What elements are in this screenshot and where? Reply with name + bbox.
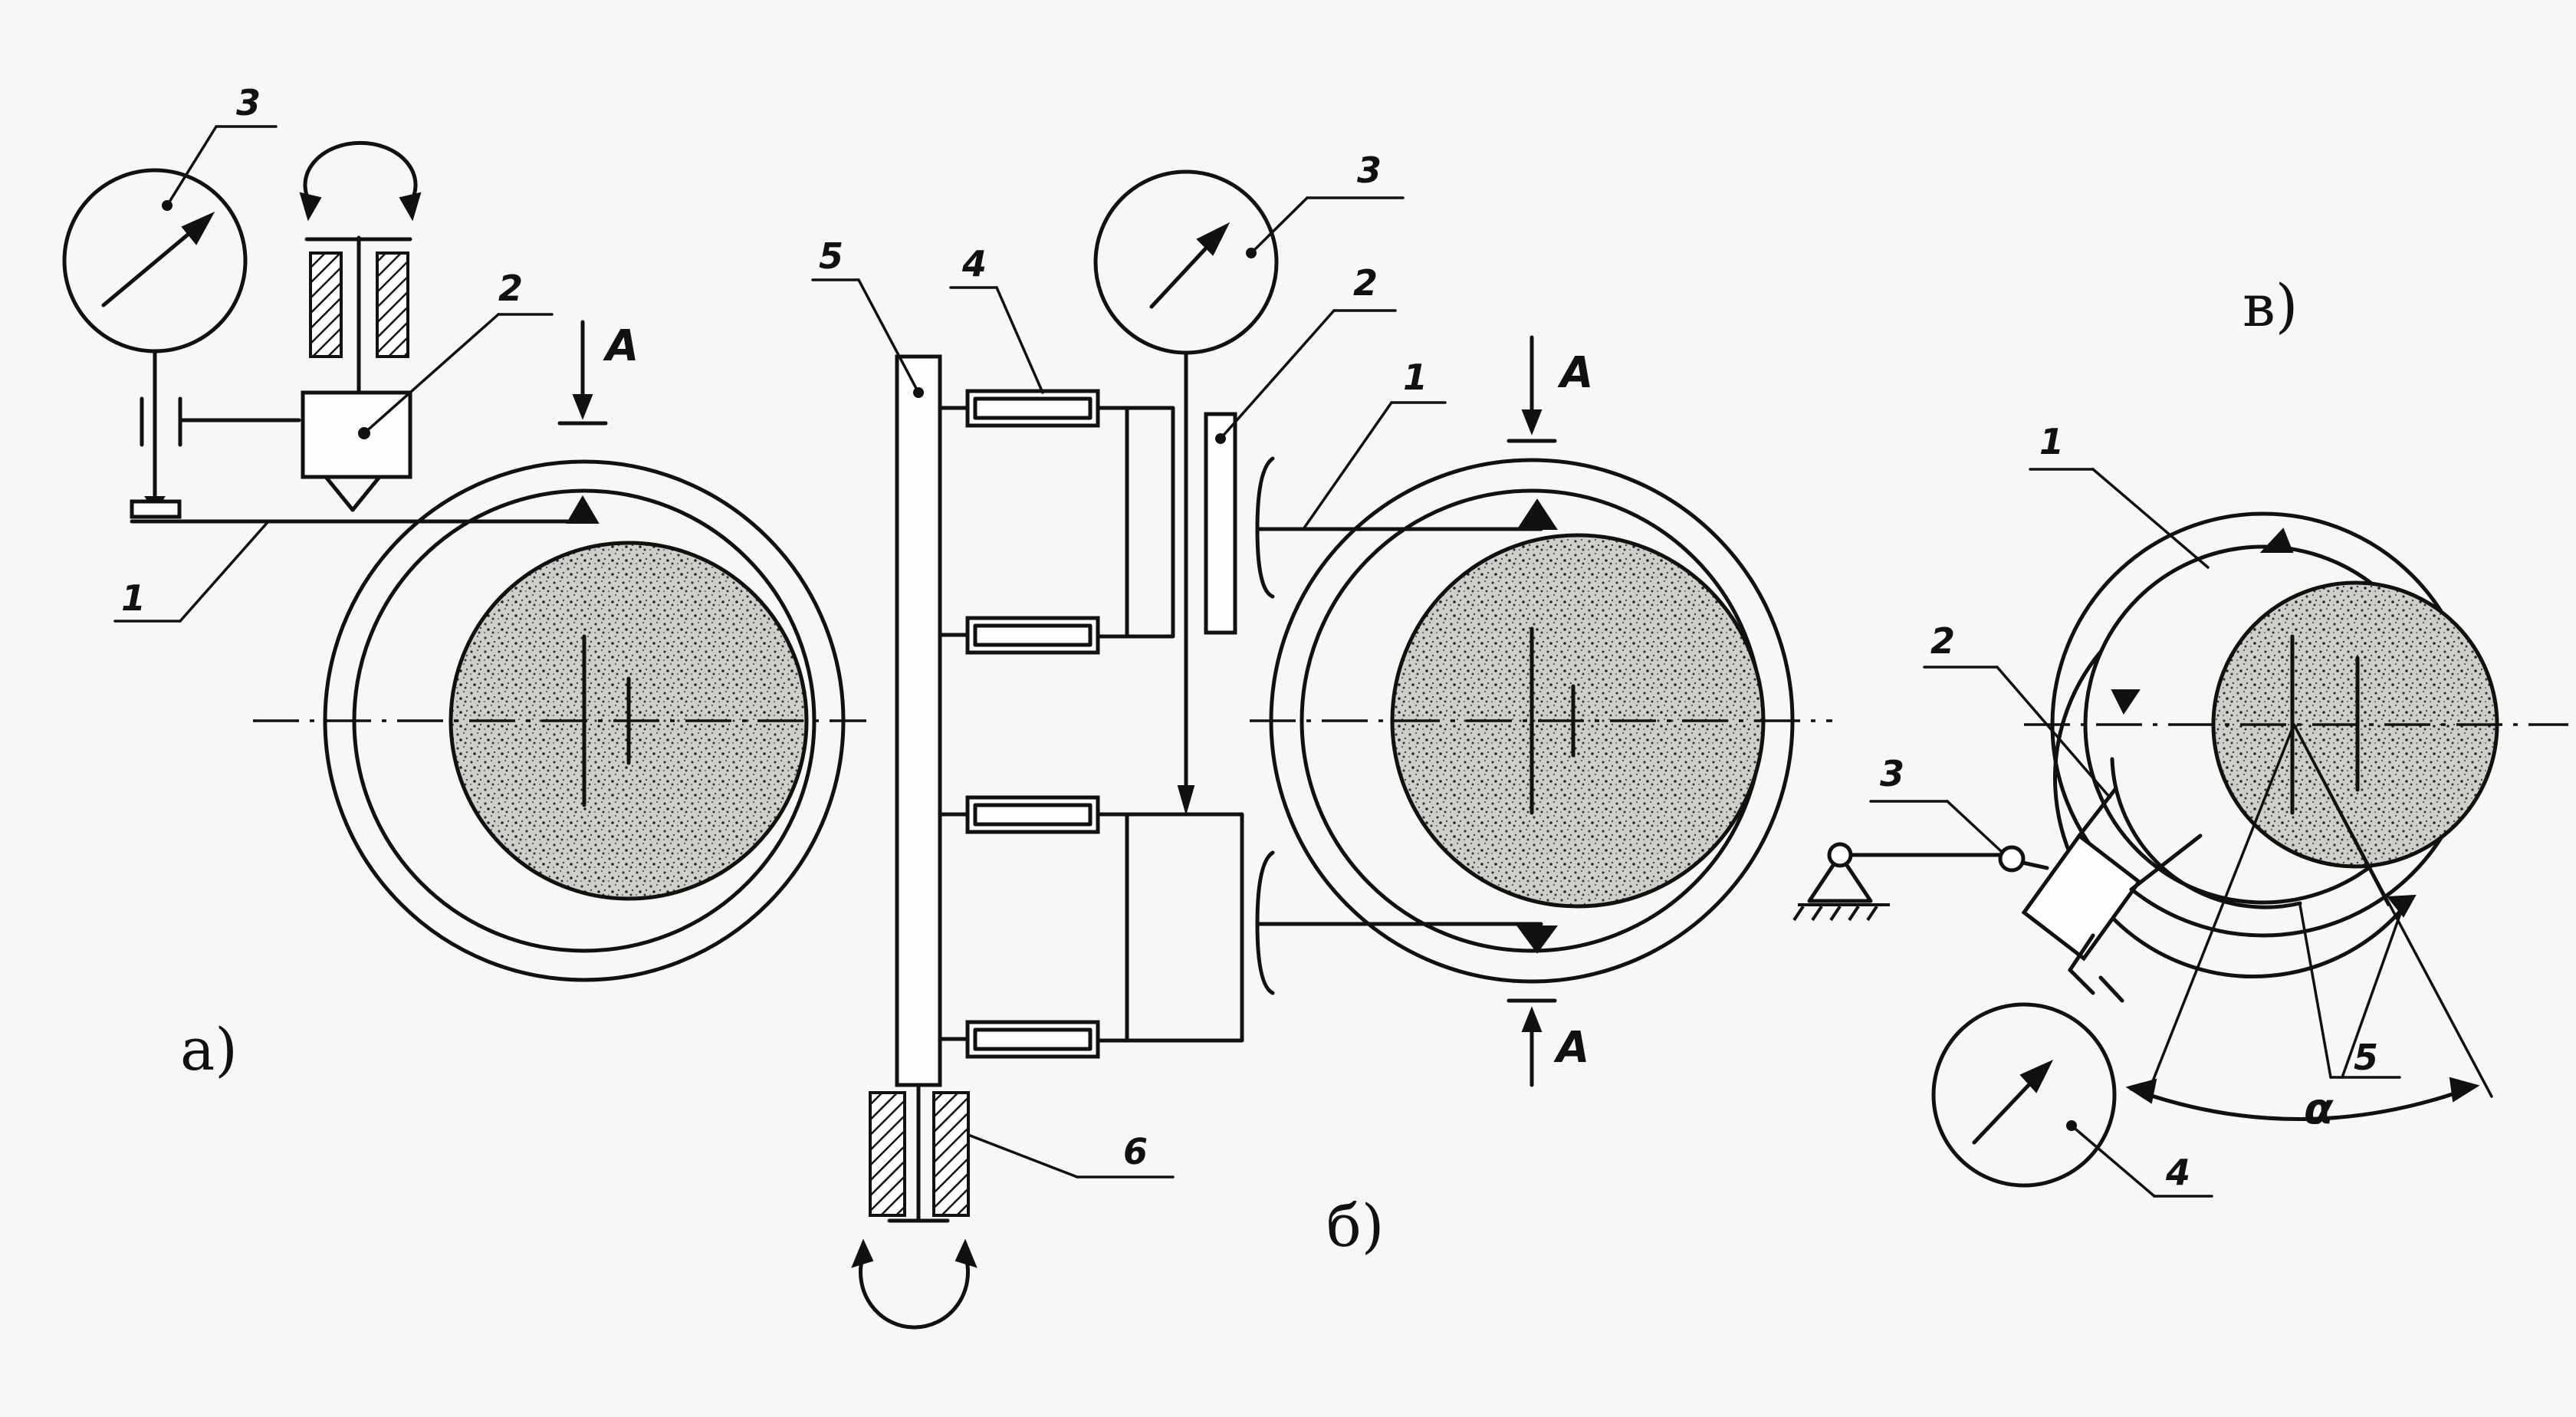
rotation-arrow-icon [299, 140, 422, 222]
angle-dimension [2129, 1085, 2475, 1121]
pad-lower [938, 1020, 1100, 1059]
gauge-dial-icon [62, 168, 248, 353]
label-2: 2 [1353, 262, 1378, 304]
pad-mid-upper [938, 616, 1100, 655]
label-5: 5 [819, 235, 843, 277]
rotation-arrow-icon [851, 1238, 978, 1330]
section-arrow-icon: A [1506, 335, 1593, 443]
label-4: 4 [2165, 1152, 2190, 1193]
panel-a: A 3 2 1 а) [62, 82, 866, 1083]
bearing-wall-right [932, 1091, 970, 1217]
probe-block [2021, 833, 2142, 962]
section-label: A [1553, 1023, 1589, 1073]
caption-c: в) [2242, 271, 2298, 340]
section-arrow-icon: A [557, 320, 639, 426]
alpha-label: α [2304, 1084, 2334, 1134]
pad-mid-lower [938, 795, 1100, 834]
label-2: 2 [1930, 620, 1955, 662]
panel-c: в) α [1792, 271, 2568, 1198]
section-label: A [603, 321, 639, 371]
bearing-wall-left [869, 1091, 906, 1217]
label-2: 2 [498, 268, 523, 309]
label-1: 1 [1403, 357, 1428, 398]
gauge-foot [130, 499, 182, 519]
probe-block [1204, 412, 1237, 635]
label-3: 3 [1357, 150, 1382, 191]
caption-a: а) [180, 1015, 238, 1083]
gauge-dial-icon [1931, 1002, 2117, 1188]
pad-upper [938, 389, 1100, 428]
label-3: 3 [1880, 753, 1904, 794]
panel-b: A A 5 4 3 2 [811, 150, 1832, 1330]
section-arrow-icon: A [1506, 998, 1589, 1087]
bearing-wall-left [309, 252, 343, 358]
label-1: 1 [121, 577, 146, 619]
label-3: 3 [236, 82, 261, 123]
gauge-dial-icon [1093, 169, 1279, 355]
contact-tip [566, 495, 600, 524]
caption-b: б) [1326, 1192, 1384, 1260]
bearing-wall-right [376, 252, 409, 358]
label-1: 1 [2039, 421, 2064, 462]
label-5: 5 [2354, 1037, 2378, 1078]
beam [895, 354, 942, 1087]
label-4: 4 [961, 243, 987, 284]
label-6: 6 [1123, 1131, 1148, 1172]
section-label: A [1557, 348, 1593, 398]
